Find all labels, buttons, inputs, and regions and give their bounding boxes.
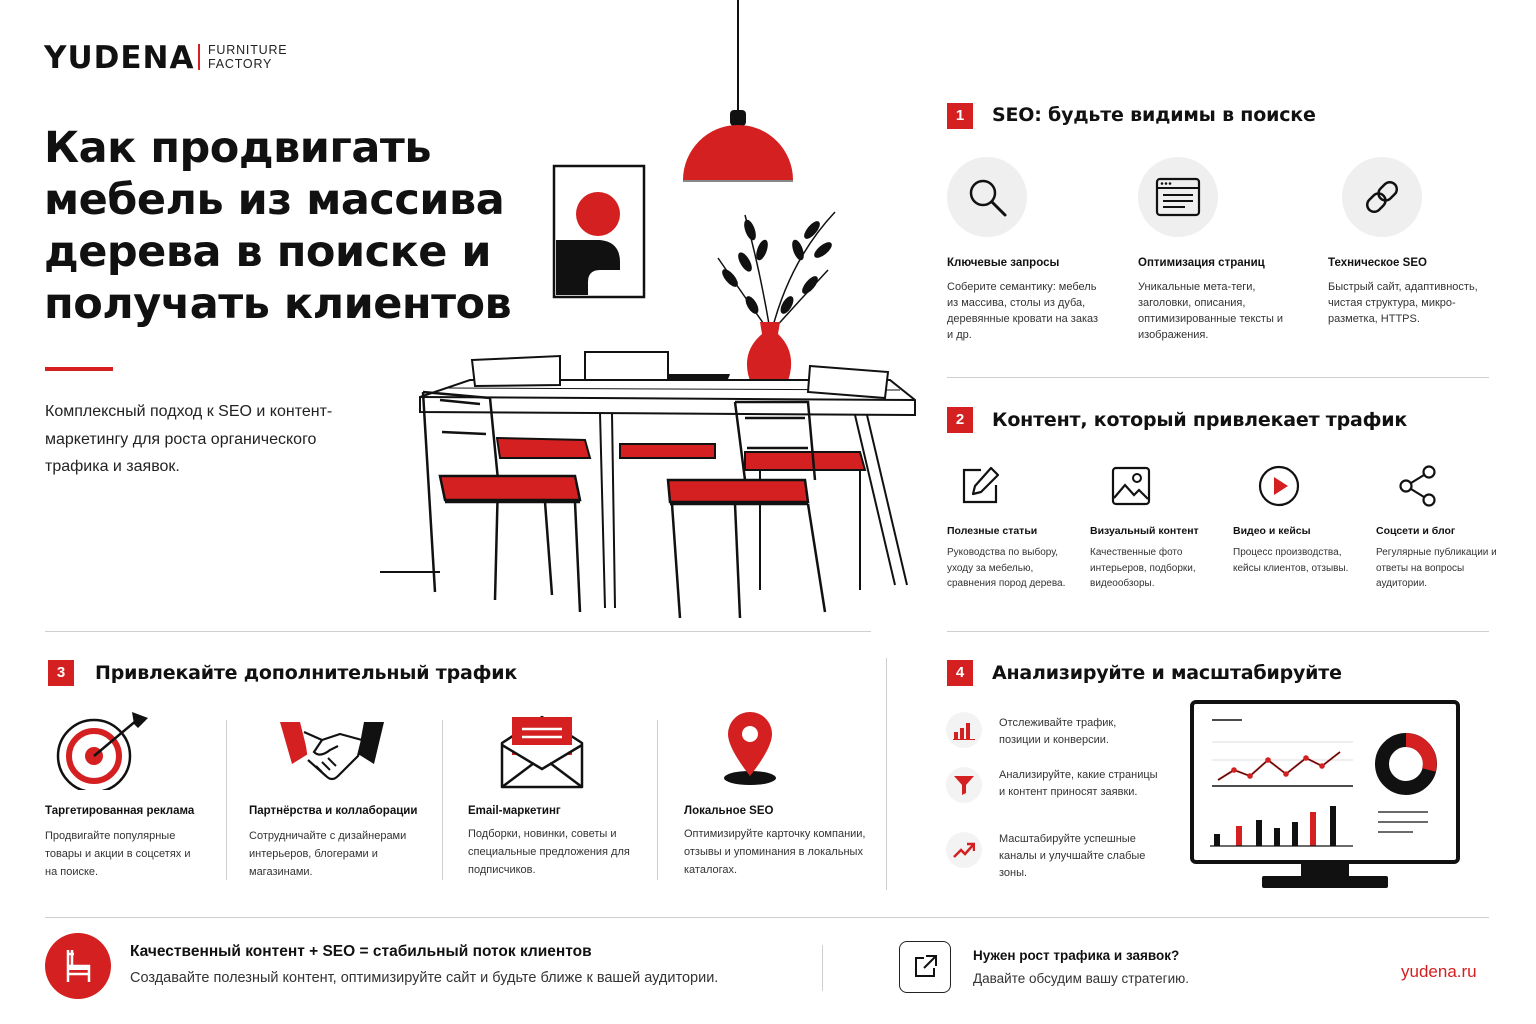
divider-footer [45, 917, 1489, 918]
divider-hero-bottom [45, 631, 871, 632]
s4-item-text-3: Масштабируйте успешные каналы и улучшайт… [999, 833, 1146, 879]
s1-card-text-3: Быстрый сайт, адаптивность, чистая струк… [1328, 281, 1478, 325]
website-link[interactable]: yudena.ru [1401, 962, 1477, 981]
cta-title: Нужен рост трафика и заявок? [973, 948, 1180, 963]
chair-back-center-icon [584, 351, 716, 459]
pendant-lamp-icon [683, 0, 793, 182]
image-icon [1109, 464, 1153, 508]
share-icon [1396, 464, 1440, 508]
handshake-icon [280, 722, 384, 781]
divider-s1-s2 [947, 377, 1489, 378]
brand-logo[interactable]: YUDENA [44, 40, 195, 76]
location-pin-icon [724, 712, 776, 785]
s2-card-text-3: Процесс производства, кейсы клиентов, от… [1233, 547, 1349, 574]
s3-card-title-4: Локальное SEO [684, 805, 774, 817]
target-icon [56, 712, 148, 790]
section-3-title: Привлекайте дополнительный трафик [95, 662, 518, 684]
envelope-icon [500, 715, 584, 789]
s2-card-text-1: Руководства по выбору, уходу за мебелью,… [947, 547, 1066, 589]
s3-card-title-2: Партнёрства и коллаборации [249, 805, 418, 817]
section-2-number: 2 [947, 407, 973, 433]
vase-with-branches-icon [717, 211, 836, 331]
s3-divider-1 [226, 720, 227, 880]
footer-text: Создавайте полезный контент, оптимизируй… [130, 970, 719, 986]
funnel-icon [946, 767, 982, 803]
s4-item-text-2: Анализируйте, какие страницы и контент п… [999, 769, 1158, 798]
trend-up-icon [946, 832, 982, 868]
s2-card-title-2: Визуальный контент [1090, 525, 1199, 537]
chair-back-right-icon [744, 364, 890, 590]
cta-text[interactable]: Давайте обсудим вашу стратегию. [973, 971, 1189, 986]
red-vase-icon [746, 322, 792, 394]
link-icon [1342, 157, 1422, 237]
s3-card-text-3: Подборки, новинки, советы и специальные … [468, 828, 630, 876]
title-accent-rule [45, 367, 113, 371]
tagline-line-1: FURNITURE [208, 43, 288, 57]
search-icon [947, 157, 1027, 237]
page-title: Как продвигать мебель из массива дерева … [44, 123, 512, 329]
section-4-number: 4 [947, 660, 973, 686]
chair-front-right-icon [666, 400, 827, 619]
s3-card-text-1: Продвигайте популярные товары и акции в … [45, 830, 191, 878]
s3-divider-3 [657, 720, 658, 880]
play-icon [1257, 464, 1301, 508]
chair-front-left-icon [421, 390, 582, 613]
chair-icon [45, 933, 111, 999]
s3-card-text-2: Сотрудничайте с дизайнерами интерьеров, … [249, 830, 407, 878]
dining-room-illustration [380, 0, 916, 619]
section-1-number: 1 [947, 103, 973, 129]
browser-page-icon [1138, 157, 1218, 237]
wall-art-icon [552, 164, 646, 299]
section-2-title: Контент, который привлекает трафик [992, 409, 1408, 431]
s2-card-text-2: Качественные фото интерьеров, подборки, … [1090, 547, 1196, 589]
s3-card-title-1: Таргетированная реклама [45, 805, 195, 817]
external-link-icon[interactable] [899, 941, 951, 993]
s2-card-title-3: Видео и кейсы [1233, 525, 1311, 537]
brand-tagline: FURNITURE FACTORY [208, 43, 287, 71]
divider-s3-s4 [886, 658, 887, 890]
s1-card-text-1: Соберите семантику: мебель из массива, с… [947, 281, 1099, 341]
logo-divider [198, 44, 200, 70]
s2-card-text-4: Регулярные публикации и ответы на вопрос… [1376, 547, 1497, 589]
s1-card-text-2: Уникальные мета-теги, заголовки, описани… [1138, 281, 1284, 341]
hero-subtitle: Комплексный подход к SEO и контент-марке… [45, 403, 333, 475]
s1-card-title-2: Оптимизация страниц [1138, 257, 1265, 269]
bar-chart-icon [946, 712, 982, 748]
footer-divider [822, 945, 823, 991]
dining-table-icon [380, 379, 916, 609]
section-3-number: 3 [48, 660, 74, 686]
s2-card-title-1: Полезные статьи [947, 525, 1038, 537]
chair-back-left-icon [470, 354, 592, 459]
s4-item-text-1: Отслеживайте трафик, позиции и конверсии… [999, 717, 1117, 746]
s1-card-title-1: Ключевые запросы [947, 257, 1060, 269]
section-4-title: Анализируйте и масштабируйте [992, 662, 1342, 684]
edit-icon [958, 464, 1002, 508]
s3-divider-2 [442, 720, 443, 880]
section-1-title: SEO: будьте видимы в поиске [992, 104, 1316, 126]
divider-s2-s4 [947, 631, 1489, 632]
footer-title: Качественный контент + SEO = стабильный … [130, 943, 592, 960]
s3-card-title-3: Email-маркетинг [468, 805, 561, 817]
s2-card-title-4: Соцсети и блог [1376, 525, 1456, 537]
s3-card-text-4: Оптимизируйте карточку компании, отзывы … [684, 828, 866, 876]
analytics-monitor-icon [1190, 700, 1460, 888]
tagline-line-2: FACTORY [208, 57, 273, 71]
s1-card-title-3: Техническое SEO [1328, 257, 1427, 269]
